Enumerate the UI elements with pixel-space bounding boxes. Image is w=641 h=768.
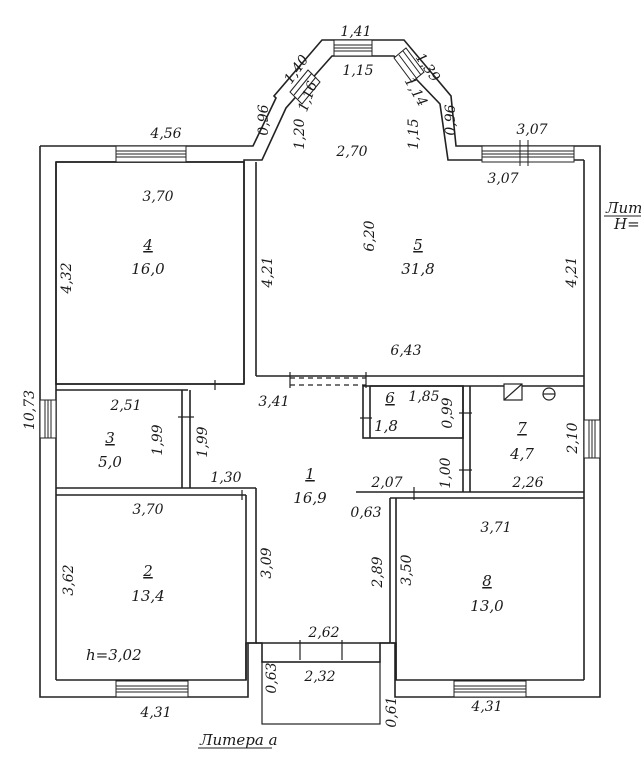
inner-wall-bottom-right <box>391 642 584 681</box>
dim-room7-door: 1,00 <box>438 457 454 488</box>
dim-top-bay-outer: 1,41 <box>340 24 371 40</box>
dim-left-120: 1,20 <box>292 118 308 149</box>
room2-area: 13,4 <box>131 587 164 605</box>
outer-walls <box>39 39 601 698</box>
dim-top-bay-inner: 1,15 <box>342 63 373 79</box>
dim-room7-width: 2,26 <box>511 475 543 491</box>
dim-bottom-left: 4,31 <box>139 705 171 721</box>
dim-top-right-outer: 3,07 <box>516 122 547 138</box>
window-room5-top <box>481 140 575 166</box>
room5-number: 5 <box>413 236 423 254</box>
dim-room5-top: 2,70 <box>335 144 367 160</box>
height-cut-label: Н=. <box>613 215 641 233</box>
dim-porch-061: 0,61 <box>384 696 400 727</box>
room5-area: 31,8 <box>401 260 434 278</box>
room-labels: 4 16,0 5 31,8 3 5,0 6 1,8 7 4,7 1 16,9 2… <box>98 236 534 615</box>
room7-number: 7 <box>517 419 527 437</box>
room3-number: 3 <box>105 429 115 447</box>
dim-room3-height: 1,99 <box>150 424 166 455</box>
dim-room6-width: 1,85 <box>408 389 439 405</box>
dim-hall-130: 1,30 <box>210 470 241 486</box>
window-room7-right <box>583 419 601 459</box>
dim-bay-right-inner: 1,14 <box>401 75 430 110</box>
room6-number: 6 <box>385 389 395 407</box>
room1-area: 16,9 <box>293 489 327 507</box>
window-room4-top <box>115 145 187 163</box>
room3-area: 5,0 <box>98 453 122 471</box>
dim-porch-063: 0,63 <box>264 662 280 693</box>
dim-room8-width: 3,71 <box>480 520 511 536</box>
dim-room2-width: 3,70 <box>132 502 163 518</box>
room8-number: 8 <box>482 572 492 590</box>
room8-area: 13,0 <box>470 597 504 615</box>
dim-bottom-right: 4,31 <box>470 699 502 715</box>
dim-room5-depth: 6,20 <box>362 220 378 251</box>
dim-porch-232: 2,32 <box>303 669 335 685</box>
dim-room4-height: 4,32 <box>59 262 75 294</box>
room4-number: 4 <box>142 236 153 254</box>
room6-area: 1,8 <box>374 417 398 435</box>
dim-hall-262: 2,62 <box>307 625 339 641</box>
dim-room8-height: 3,50 <box>399 554 415 585</box>
dim-hall-309: 3,09 <box>259 547 275 578</box>
window-bay-right <box>393 47 425 83</box>
dim-left-total: 10,73 <box>22 390 38 430</box>
dim-room2-height: 3,62 <box>61 564 77 595</box>
ceiling-height-note: h=3,02 <box>86 646 142 664</box>
dim-room4-width: 3,70 <box>142 189 173 205</box>
interior-walls <box>55 161 584 725</box>
dim-room6-height: 0,99 <box>440 397 456 428</box>
dim-left-096: 0,96 <box>256 104 272 135</box>
room1-number: 1 <box>305 465 315 483</box>
porch-litera-a <box>261 661 381 725</box>
window-room2-bottom <box>115 680 189 698</box>
dim-hall-top: 3,41 <box>258 394 289 410</box>
dim-room3-width: 2,51 <box>109 398 141 414</box>
dim-right-096: 0,96 <box>443 104 459 135</box>
dim-room7-right: 2,10 <box>565 422 581 454</box>
dim-top-right-inner: 3,07 <box>487 171 518 187</box>
window-room3-left <box>39 399 57 439</box>
outer-wall-outline <box>39 39 601 698</box>
dim-room5-width: 6,43 <box>390 343 421 359</box>
dim-right-115: 1,15 <box>406 118 422 149</box>
windows <box>39 39 601 698</box>
litera-cut-label: Лит <box>605 199 641 217</box>
dim-hall-207: 2,07 <box>370 475 402 491</box>
room2-number: 2 <box>142 562 153 580</box>
room4-area: 16,0 <box>131 260 165 278</box>
dim-top-left-outer: 4,56 <box>149 126 181 142</box>
dim-hall-063: 0,63 <box>350 505 381 521</box>
notes: h=3,02 Литера а Лит Н=. <box>86 199 641 749</box>
dim-hall-289: 2,89 <box>370 556 386 588</box>
fixtures-room7 <box>503 383 556 401</box>
dim-room4-right: 4,21 <box>260 256 276 288</box>
litera-a-label: Литера а <box>199 731 278 749</box>
window-room8-bottom <box>453 680 527 698</box>
dim-room5-right: 4,21 <box>564 256 580 288</box>
room7-area: 4,7 <box>509 445 534 463</box>
window-bay-left <box>289 69 321 105</box>
dim-room3-right: 1,99 <box>195 426 211 457</box>
window-bay-top <box>333 39 373 57</box>
dimension-labels: 1,41 1,15 1,40 1,16 1,39 1,14 0,96 0,96 … <box>22 24 581 728</box>
